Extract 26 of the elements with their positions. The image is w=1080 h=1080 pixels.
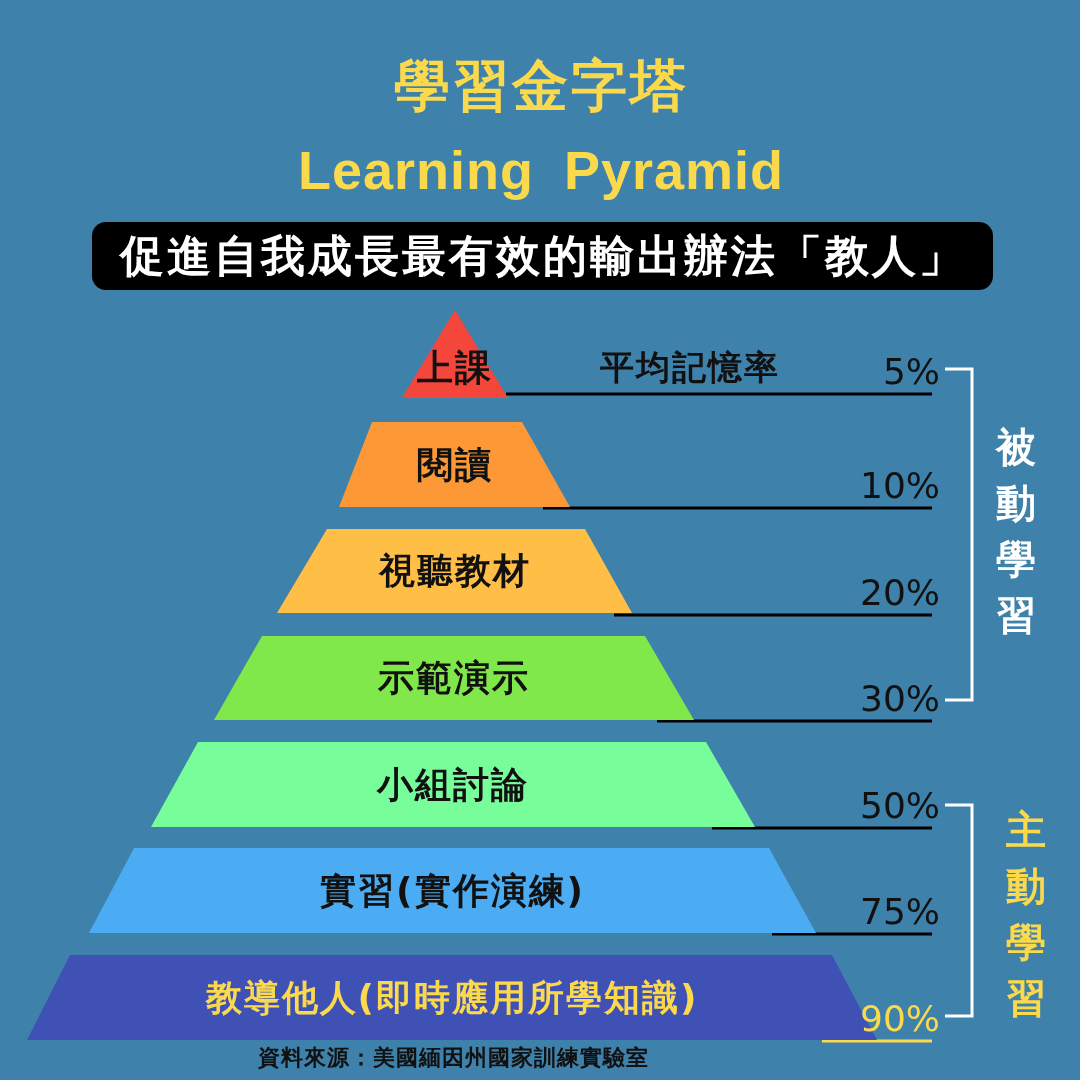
leader-line <box>543 506 932 510</box>
pyramid-tier: 示範演示 <box>214 636 694 720</box>
percentage-value: 5% <box>882 354 940 390</box>
leader-line <box>712 826 932 830</box>
leader-line <box>822 1039 932 1043</box>
subtitle: Learning Pyramid <box>297 138 785 202</box>
percentage-value: 50% <box>860 788 940 824</box>
column-heading: 平均記憶率 <box>600 348 780 388</box>
group-label: 被動學習 <box>996 423 1036 640</box>
percentage-value: 20% <box>860 575 940 611</box>
percentage-value: 10% <box>860 468 940 504</box>
pyramid-apex: 上課 <box>402 310 508 398</box>
leader-line <box>614 613 932 617</box>
pyramid-tier: 實習(實作演練) <box>89 848 816 933</box>
leader-line <box>772 932 932 936</box>
leader-line <box>657 719 932 723</box>
pyramid-tier: 視聽教材 <box>277 529 632 613</box>
percentage-value: 30% <box>860 681 940 717</box>
group-label: 主動學習 <box>1006 806 1046 1023</box>
pyramid-tier: 小組討論 <box>151 742 755 827</box>
source-note: 資料來源：美國緬因州國家訓練實驗室 <box>257 1045 649 1071</box>
subtitle-banner: 促進自我成長最有效的輸出辦法「教人」 <box>92 222 993 290</box>
title: 學習金字塔 <box>393 53 689 119</box>
leader-line <box>506 392 932 396</box>
pyramid-tier: 閱讀 <box>339 422 570 507</box>
percentage-value: 75% <box>860 894 940 930</box>
